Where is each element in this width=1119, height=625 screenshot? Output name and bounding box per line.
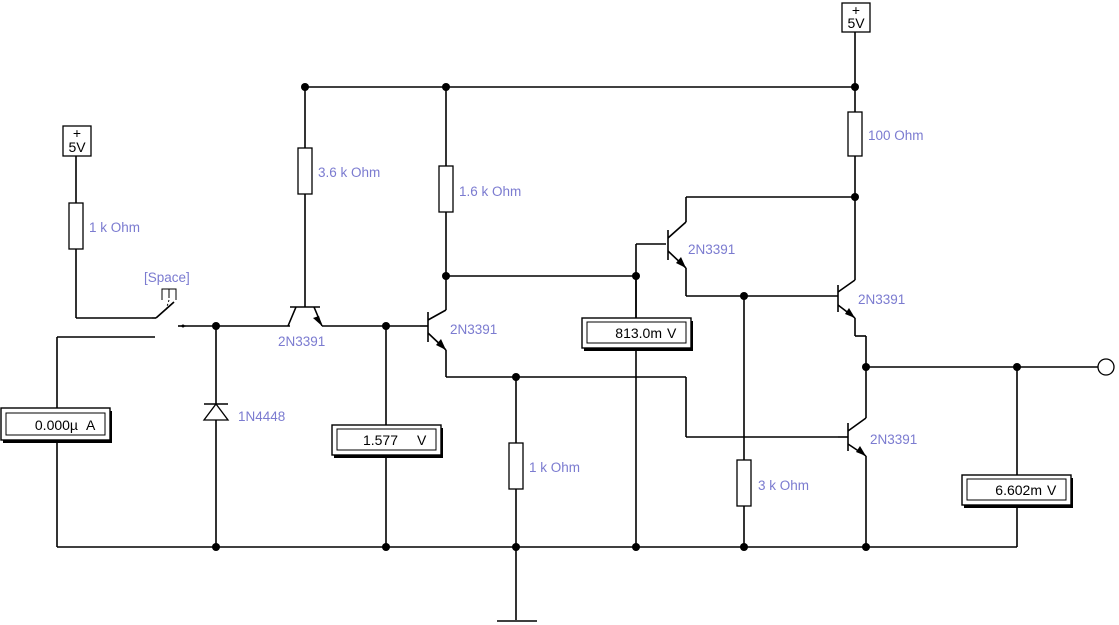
resistor-divider-label: 3 k Ohm: [758, 478, 809, 493]
resistor-emitter[interactable]: 1 k Ohm: [508, 442, 580, 490]
resistor-emitter-label: 1 k Ohm: [529, 460, 580, 475]
space-switch[interactable]: [Space]: [144, 270, 190, 328]
voltmeter-base-unit: V: [417, 432, 427, 448]
junction: [382, 543, 390, 551]
resistor-divider[interactable]: 3 k Ohm: [736, 459, 809, 507]
diode-1n4448[interactable]: 1N4448: [202, 402, 285, 424]
voltmeter-output[interactable]: 6.602m V: [961, 474, 1073, 508]
junction: [862, 363, 870, 371]
supply-plus-sign: +: [73, 125, 81, 141]
supply-left-voltage: 5V: [68, 139, 86, 155]
voltmeter-collector[interactable]: 813.0m V: [581, 317, 693, 351]
transistor-mid[interactable]: 2N3391: [667, 221, 735, 269]
switch-key-label: [Space]: [144, 270, 190, 285]
keypress-icon: [161, 288, 177, 300]
junction: [442, 272, 450, 280]
ammeter[interactable]: 0.000µ A: [0, 407, 112, 443]
junction: [301, 83, 309, 91]
junction: [212, 543, 220, 551]
resistor-output-label: 100 Ohm: [868, 128, 924, 143]
junction-dots: [212, 83, 1021, 551]
resistor-output[interactable]: 100 Ohm: [847, 111, 924, 157]
junction: [740, 543, 748, 551]
diode-label: 1N4448: [238, 409, 285, 424]
supply-plus-sign: +: [852, 2, 860, 18]
resistor-bias-label: 3.6 k Ohm: [318, 165, 380, 180]
ammeter-unit: A: [86, 417, 96, 433]
supply-top-voltage: 5V: [847, 15, 865, 31]
voltmeter-collector-value: 813.0m: [615, 325, 662, 341]
resistor-input-label: 1 k Ohm: [89, 220, 140, 235]
junction: [740, 292, 748, 300]
junction: [442, 83, 450, 91]
resistor-collector-label: 1.6 k Ohm: [459, 184, 521, 199]
junction: [512, 373, 520, 381]
voltmeter-base[interactable]: 1.577 V: [331, 424, 443, 458]
transistor-mid-label: 2N3391: [688, 242, 735, 257]
transistor-upper-output-label: 2N3391: [858, 292, 905, 307]
transistor-switch-label: 2N3391: [278, 334, 325, 349]
junction: [382, 322, 390, 330]
voltmeter-base-value: 1.577: [363, 432, 398, 448]
transistor-switch[interactable]: 2N3391: [278, 305, 325, 349]
supply-left[interactable]: + 5V: [62, 125, 92, 157]
supply-top[interactable]: + 5V: [841, 2, 871, 33]
junction: [851, 83, 859, 91]
transistor-main-label: 2N3391: [450, 322, 497, 337]
junction: [851, 193, 859, 201]
transistor-main[interactable]: 2N3391: [420, 309, 497, 351]
wires: [56, 32, 1098, 622]
junction: [632, 272, 640, 280]
transistor-lower-output-label: 2N3391: [870, 432, 917, 447]
resistor-input[interactable]: 1 k Ohm: [68, 202, 140, 250]
voltmeter-output-value: 6.602m: [995, 482, 1042, 498]
junction: [632, 543, 640, 551]
resistor-bias[interactable]: 3.6 k Ohm: [297, 147, 380, 195]
junction: [1013, 363, 1021, 371]
junction: [862, 543, 870, 551]
resistor-collector[interactable]: 1.6 k Ohm: [438, 165, 521, 213]
transistor-upper-output[interactable]: 2N3391: [837, 279, 905, 319]
junction: [212, 322, 220, 330]
output-terminal[interactable]: [1097, 358, 1115, 376]
voltmeter-output-unit: V: [1047, 482, 1057, 498]
voltmeter-collector-unit: V: [667, 325, 677, 341]
transistor-lower-output[interactable]: 2N3391: [838, 417, 917, 457]
junction: [512, 543, 520, 551]
ammeter-value: 0.000µ: [35, 417, 78, 433]
